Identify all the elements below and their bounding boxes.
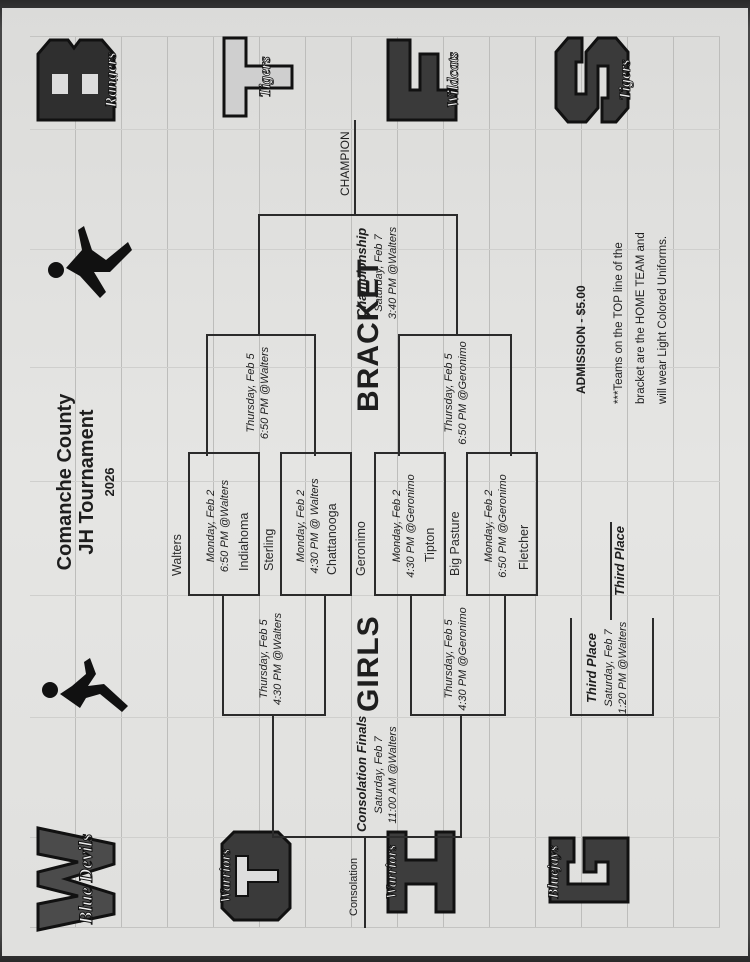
- walters-blue-devils-logo: Blue Devils: [30, 824, 122, 934]
- championship-label: Championship: [354, 227, 369, 319]
- semi-top-time: 6:50 PM @Walters: [259, 346, 271, 440]
- game2-day: Monday, Feb 2: [295, 489, 307, 563]
- svg-text:Wildcats: Wildcats: [445, 52, 462, 108]
- big-pasture-rangers-logo: Rangers: [30, 30, 120, 130]
- geronimo-bluejays-logo: Bluejays: [542, 825, 637, 920]
- champion-label: CHAMPION: [338, 131, 352, 196]
- champion-line: [354, 120, 356, 216]
- fletcher-wildcats-logo: Wildcats: [382, 30, 462, 130]
- admission-text: ADMISSION - $5.00: [574, 285, 588, 394]
- cons-top-day: Thursday, Feb 5: [258, 619, 270, 699]
- championship-time-wrap: 3:40 PM @Walters: [384, 220, 400, 326]
- consolation-finals-time-wrap: 11:00 AM @Walters: [384, 718, 400, 832]
- svg-text:Rangers: Rangers: [103, 52, 118, 108]
- consolation-winner-label: Consolation: [348, 857, 360, 916]
- team-walters: Walters: [170, 534, 184, 576]
- cons-top-time: 4:30 PM @Walters: [272, 612, 284, 706]
- cons-bottom-time: 4:30 PM @Geronimo: [457, 607, 469, 711]
- semi-top-day: Thursday, Feb 5: [245, 353, 257, 433]
- cons-bottom-day: Thursday, Feb 5: [443, 619, 455, 699]
- third-place-label: Third Place: [584, 632, 599, 704]
- third-place-time: 1:20 PM @Walters: [617, 621, 629, 714]
- team-big-pasture: Big Pasture: [448, 511, 462, 576]
- game2-time: 4:30 PM @ Walters: [309, 478, 321, 574]
- tipton-tigers-logo: Tigers: [218, 32, 298, 122]
- svg-text:Warriors: Warriors: [218, 848, 234, 903]
- consolation-finals-time: 11:00 AM @Walters: [387, 726, 399, 824]
- paper: Comanche County JH Tournament 2026 Blue …: [2, 8, 748, 956]
- svg-text:Bluejays: Bluejays: [546, 845, 562, 899]
- note-line1: ***Teams on the TOP line of the: [613, 242, 625, 404]
- championship-time: 3:40 PM @Walters: [387, 226, 399, 320]
- title-line2: JH Tournament: [76, 409, 98, 555]
- svg-text:Warriors: Warriors: [384, 844, 400, 899]
- consolation-finals-label: Consolation Finals: [354, 715, 369, 832]
- game1-time: 6:50 PM @Walters: [219, 479, 231, 573]
- banner-girls: GIRLS: [352, 615, 385, 712]
- game1-day: Monday, Feb 2: [205, 489, 217, 563]
- svg-text:Tigers: Tigers: [617, 59, 634, 100]
- indiahoma-warriors-logo: Warriors: [380, 825, 460, 920]
- title-line1: Comanche County: [54, 393, 76, 571]
- game3-day: Monday, Feb 2: [391, 489, 403, 563]
- semi-bottom-day: Thursday, Feb 5: [443, 353, 455, 433]
- consolation-winner-line: [364, 838, 366, 928]
- game4-day: Monday, Feb 2: [483, 489, 495, 563]
- svg-text:Tigers: Tigers: [257, 56, 274, 97]
- game4-time: 6:50 PM @Geronimo: [497, 474, 509, 578]
- sterling-tigers-logo: Tigers: [550, 30, 634, 130]
- svg-text:Blue Devils: Blue Devils: [76, 834, 97, 925]
- game3-time: 4:30 PM @Geronimo: [405, 474, 417, 578]
- runner-silhouette-left: [38, 654, 134, 734]
- note-line2: bracket are the HOME TEAM and: [635, 232, 647, 404]
- title-year: 2026: [102, 467, 117, 497]
- team-geronimo: Geronimo: [354, 521, 368, 576]
- semi-bottom-time: 6:50 PM @Geronimo: [457, 341, 469, 445]
- note-line3: will wear Light Colored Uniforms.: [657, 235, 669, 404]
- team-sterling: Sterling: [262, 528, 276, 571]
- chattanooga-warriors-logo: Warriors: [216, 826, 296, 926]
- runner-silhouette-right: [44, 206, 134, 306]
- third-place-winner-label: Third Place: [612, 525, 627, 597]
- third-place-time-wrap: 1:20 PM @Walters: [614, 622, 630, 714]
